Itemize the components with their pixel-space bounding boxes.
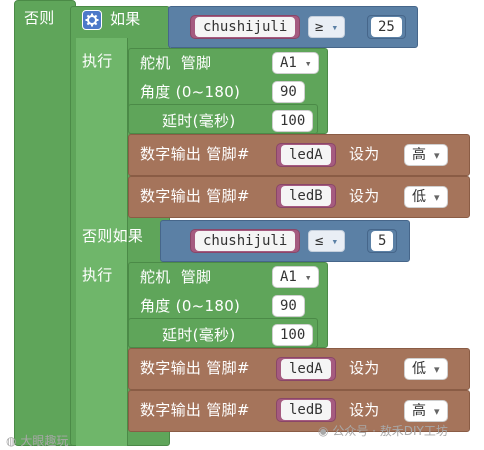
set-label: 设为 <box>349 401 380 419</box>
number-input[interactable]: 5 <box>367 229 398 253</box>
digital-write-label: 数字输出 管脚# <box>140 145 250 163</box>
else-label: 否则 <box>24 9 55 27</box>
variable-block[interactable]: ledA <box>276 357 336 381</box>
set-label: 设为 <box>349 187 380 205</box>
do-label: 执行 <box>82 52 113 70</box>
angle-input[interactable]: 90 <box>272 81 305 103</box>
number-input[interactable]: 25 <box>367 15 406 39</box>
level-dropdown[interactable]: 高 <box>404 144 448 166</box>
level-dropdown[interactable]: 高 <box>404 400 448 422</box>
angle-input[interactable]: 90 <box>272 295 305 317</box>
operator-dropdown[interactable]: ≤ <box>308 230 346 252</box>
angle-label: 角度 (0~180) <box>140 83 241 101</box>
delay-input[interactable]: 100 <box>272 110 314 132</box>
variable-block[interactable]: chushijuli <box>190 15 301 39</box>
gear-icon[interactable] <box>82 10 102 30</box>
angle-label: 角度 (0~180) <box>140 297 241 315</box>
watermark-right: ◉ 公众号 · 敖禾DIY工坊 <box>318 424 448 438</box>
set-label: 设为 <box>349 145 380 163</box>
if-label: 如果 <box>110 10 141 28</box>
if-block-stripe <box>76 38 128 446</box>
digital-write-label: 数字输出 管脚# <box>140 401 250 419</box>
delay-input[interactable]: 100 <box>272 324 314 346</box>
level-dropdown[interactable]: 低 <box>404 358 448 380</box>
do-label: 执行 <box>82 266 113 284</box>
else-block[interactable] <box>14 0 76 446</box>
delay-label: 延时(毫秒) <box>162 112 236 130</box>
watermark-wechat-icon: ◉ <box>318 424 329 438</box>
set-label: 设为 <box>349 359 380 377</box>
watermark-left: ◍ 大眼趣玩 <box>6 434 69 448</box>
digital-write-label: 数字输出 管脚# <box>140 359 250 377</box>
watermark-chat-icon: ◍ <box>6 434 17 448</box>
digital-write-label: 数字输出 管脚# <box>140 187 250 205</box>
operator-dropdown[interactable]: ≥ <box>308 16 346 38</box>
variable-block[interactable]: chushijuli <box>190 229 301 253</box>
pin-dropdown[interactable]: A1 <box>272 266 320 288</box>
servo-title: 舵机 管脚 <box>140 268 212 286</box>
variable-block[interactable]: ledB <box>276 398 336 422</box>
elseif-label: 否则如果 <box>82 227 144 245</box>
variable-block[interactable]: ledB <box>276 184 336 208</box>
servo-title: 舵机 管脚 <box>140 54 212 72</box>
delay-label: 延时(毫秒) <box>162 326 236 344</box>
level-dropdown[interactable]: 低 <box>404 186 448 208</box>
pin-dropdown[interactable]: A1 <box>272 52 320 74</box>
variable-block[interactable]: ledA <box>276 143 336 167</box>
